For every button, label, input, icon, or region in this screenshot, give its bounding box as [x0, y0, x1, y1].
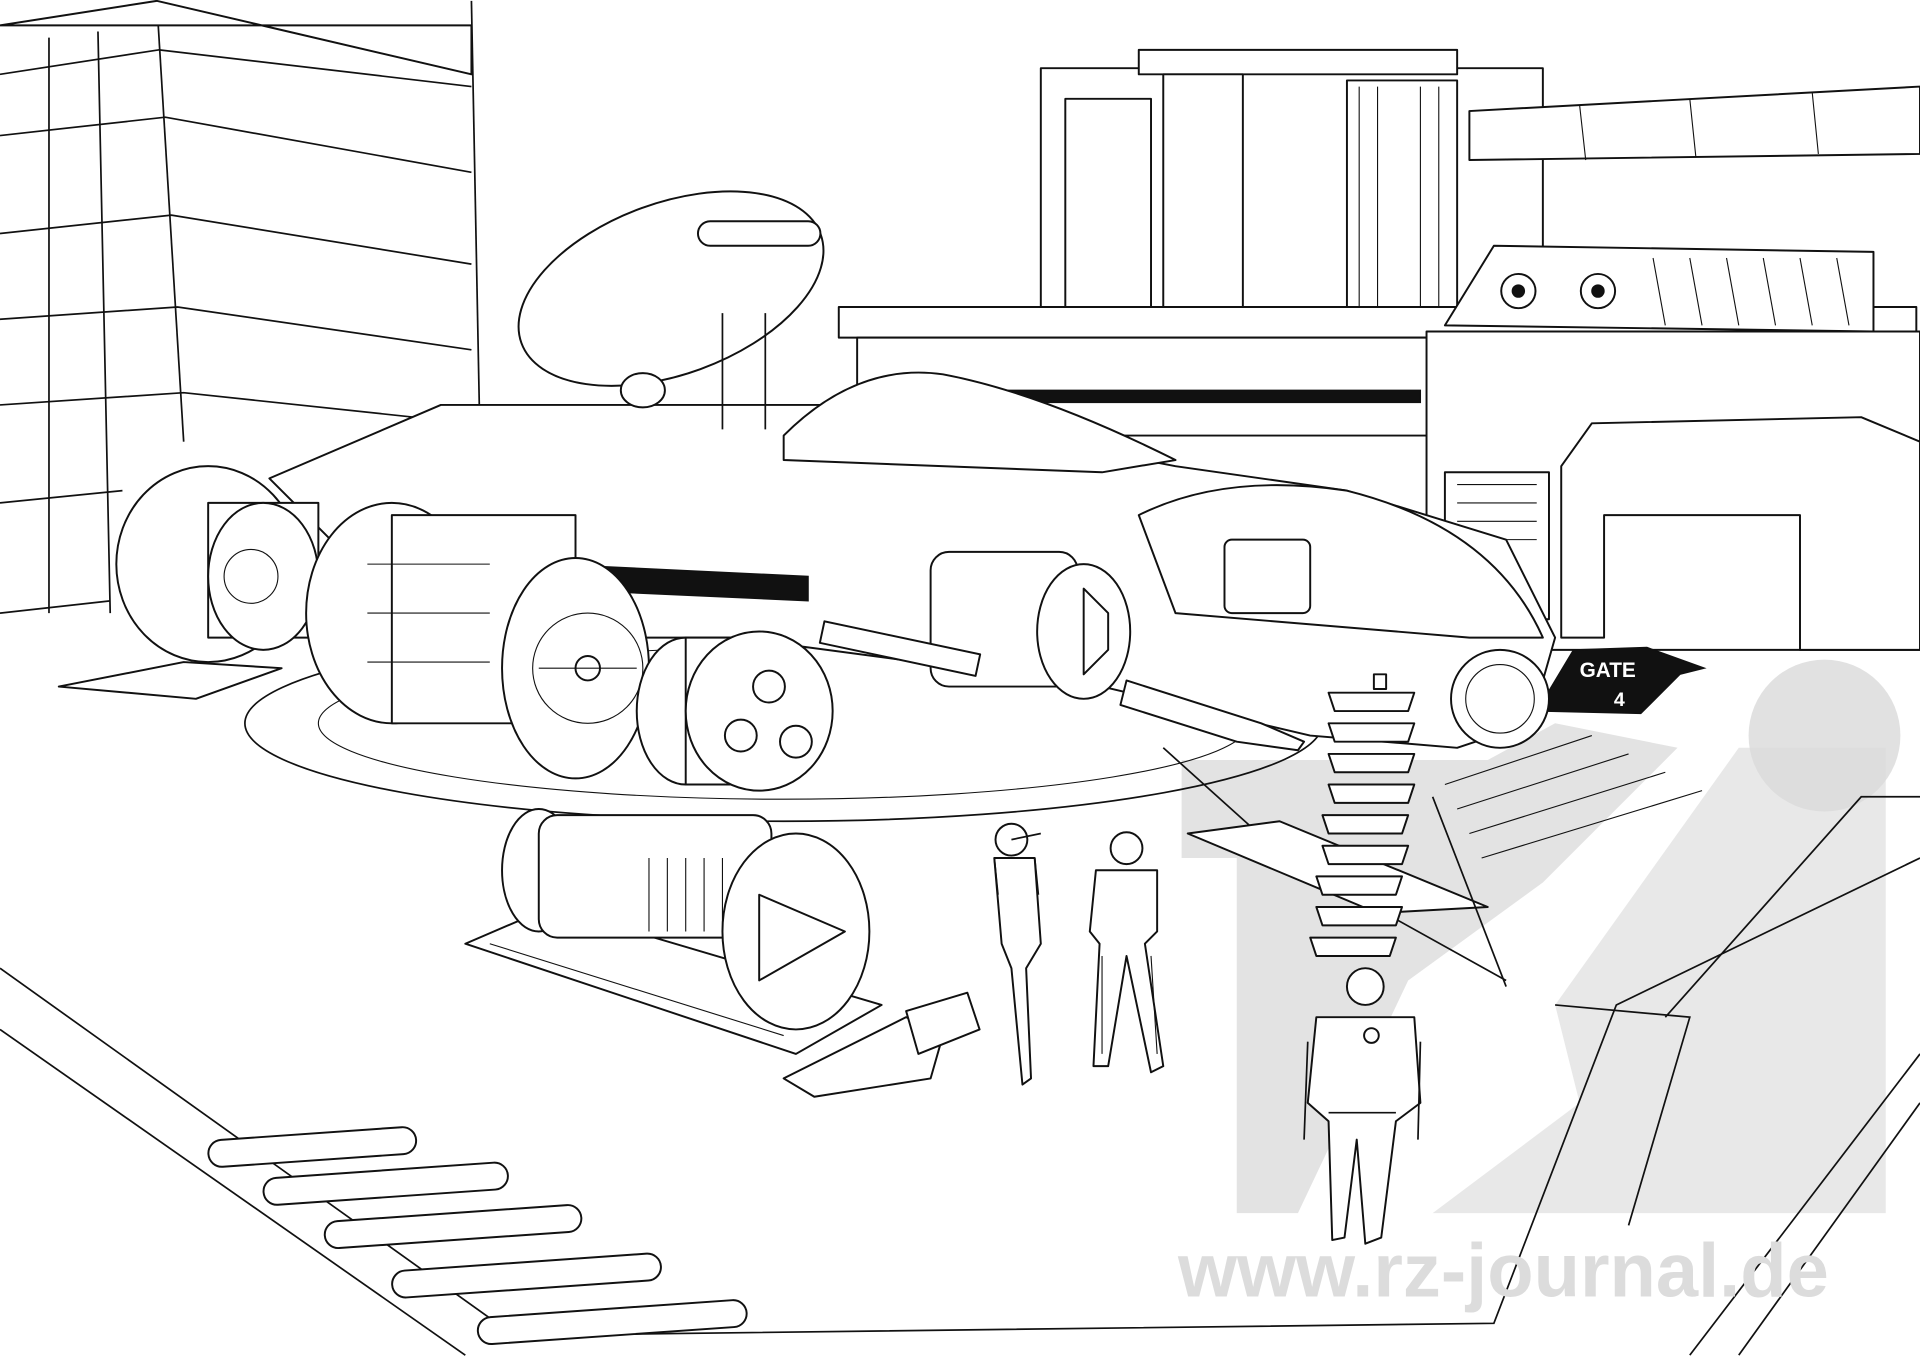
landing-stripes — [1444, 735, 1703, 859]
person-woman — [1088, 831, 1165, 1074]
engine-lower — [635, 630, 834, 792]
canopy-hatch — [517, 190, 825, 387]
control-console — [905, 991, 981, 1055]
engine-right — [929, 550, 1132, 700]
stacked-strut — [1309, 673, 1416, 957]
gate-number: 4 — [1614, 689, 1625, 711]
gate-sign: GATE 4 — [1535, 646, 1707, 715]
left-building — [0, 0, 481, 614]
person-man — [993, 822, 1042, 1086]
turret-base — [1443, 244, 1875, 333]
cannon — [1468, 85, 1920, 162]
gate-label: GATE — [1580, 659, 1636, 682]
engine-cradle — [464, 808, 981, 1098]
landing-gear — [1162, 747, 1507, 987]
person-armored — [1303, 967, 1422, 1245]
engine-main — [305, 501, 650, 780]
floor-vents — [207, 1126, 748, 1345]
left-wing — [57, 661, 283, 700]
spaceship — [57, 190, 1557, 987]
cannon-barrels — [818, 620, 1306, 752]
engine-left — [115, 465, 320, 664]
cockpit-canopy — [782, 371, 1177, 474]
watermark-url: www.rz-journal.de — [1177, 1228, 1829, 1313]
